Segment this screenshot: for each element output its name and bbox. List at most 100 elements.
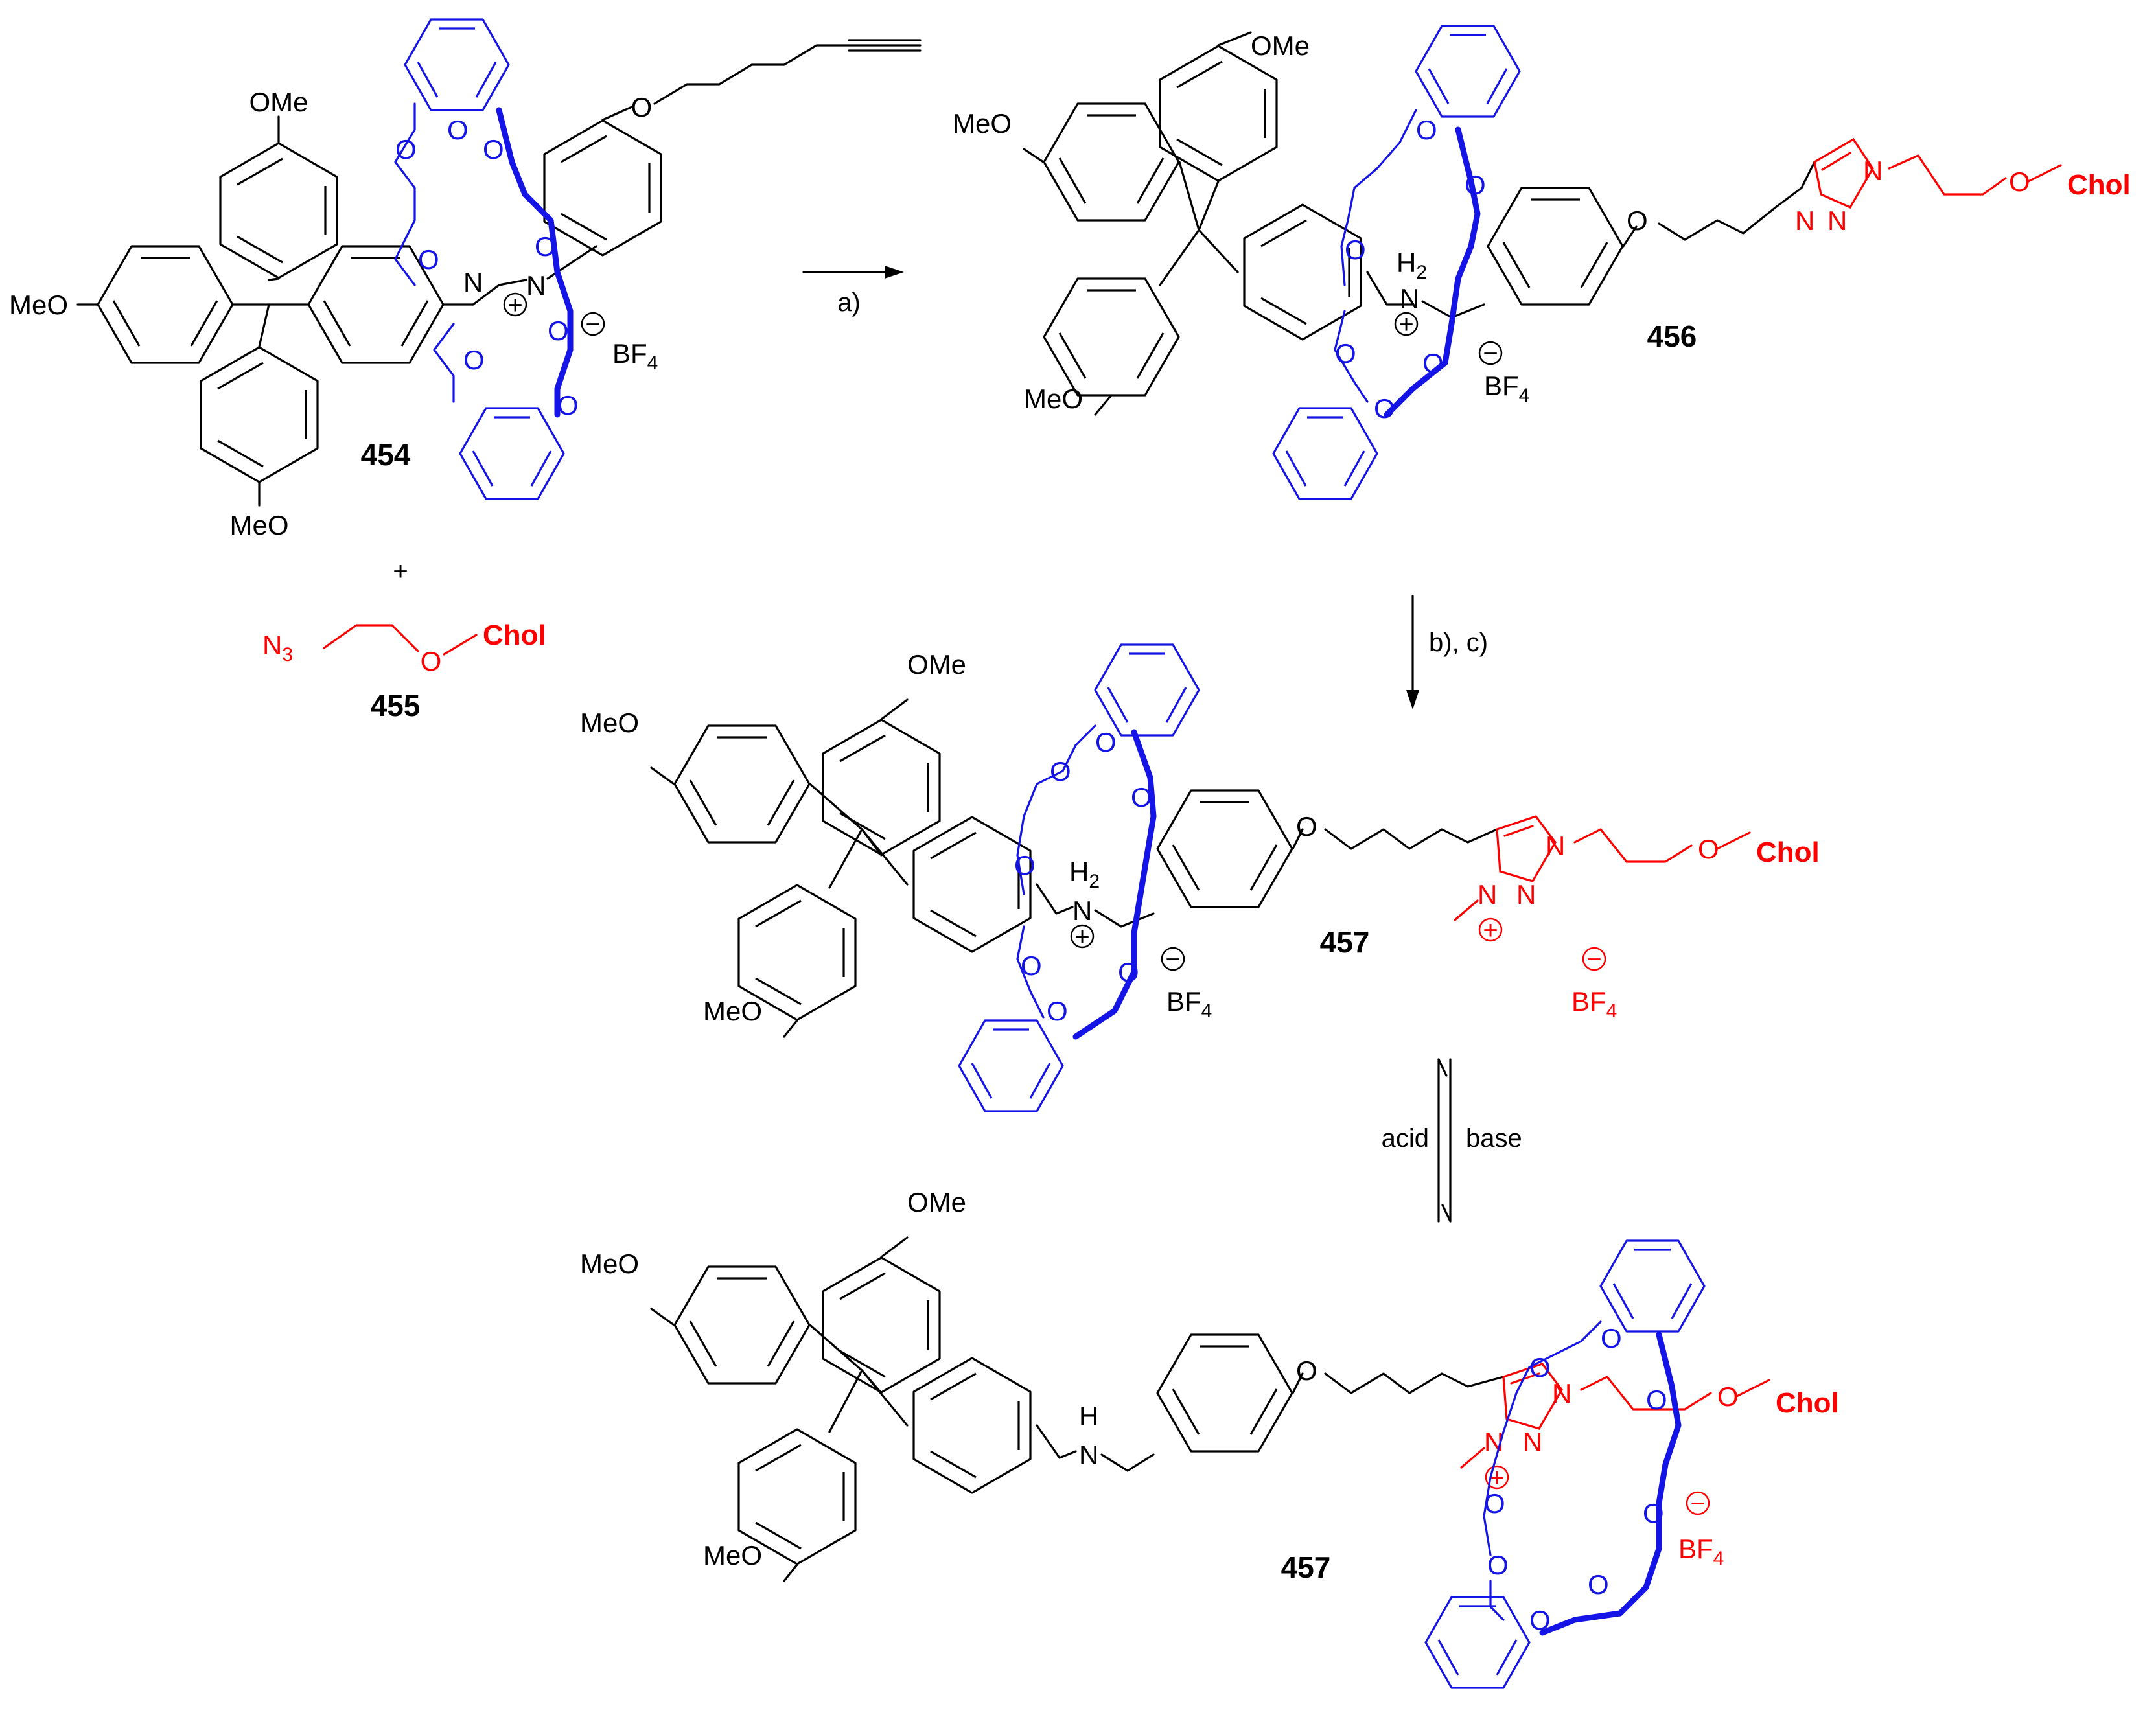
oxygen-label: O	[1296, 811, 1317, 842]
reaction-condition: a)	[837, 288, 861, 317]
positive-charge	[1394, 312, 1419, 336]
nitrogen-label: N	[526, 270, 546, 301]
oxygen-label: O	[1374, 393, 1395, 424]
oxygen-label: O	[1529, 1352, 1551, 1383]
oxygen-label: O	[1014, 850, 1036, 881]
positive-charge-sign: +	[507, 291, 522, 319]
negative-charge	[1686, 1491, 1710, 1515]
negative-charge	[1161, 947, 1185, 971]
hydrogen-label: H	[1079, 1401, 1098, 1431]
oxygen-label: O	[1047, 996, 1068, 1026]
methoxy-label: MeO	[703, 1540, 762, 1571]
compound-457-upper: OMe MeO MeO H2 N + O N N N + O Chol − BF…	[580, 643, 1820, 1112]
compound-number: 454	[361, 438, 411, 472]
oxygen-label: O	[631, 92, 653, 122]
methoxy-label: MeO	[580, 708, 639, 738]
equilibrium-label-acid: acid	[1382, 1124, 1429, 1153]
azide-label: N3	[262, 630, 293, 665]
oxygen-label: O	[421, 646, 442, 676]
compound-455: N3 O Chol 455	[262, 619, 546, 722]
nitrogen-label: N	[1546, 831, 1565, 861]
positive-charge	[503, 292, 527, 317]
nitrogen-label: N	[1795, 205, 1814, 236]
oxygen-label: O	[1588, 1569, 1609, 1600]
triazole-ring: N N N	[1795, 137, 1883, 236]
compound-454: OMe MeO MeO N N + O − BF4	[9, 18, 922, 540]
hydrogen-label: H2	[1397, 248, 1427, 283]
compound-number: 455	[371, 689, 421, 722]
crown-ether: O O O O O O O	[958, 643, 1200, 1112]
nitrogen-label: N	[463, 267, 483, 297]
oxygen-label: O	[463, 345, 485, 375]
methoxy-label: OMe	[907, 1187, 966, 1217]
oxygen-label: O	[1131, 782, 1152, 812]
oxygen-label: O	[1529, 1605, 1551, 1635]
positive-charge	[1070, 924, 1095, 949]
methoxy-label: MeO	[580, 1249, 639, 1279]
negative-charge-sign: −	[1586, 945, 1601, 974]
equilibrium-label-base: base	[1466, 1124, 1522, 1153]
oxygen-label: O	[447, 115, 469, 145]
oxygen-label: O	[1416, 115, 1437, 145]
nitrogen-label: N	[1516, 879, 1536, 910]
oxygen-label: O	[1335, 338, 1356, 369]
compound-457-lower: OMe MeO MeO H N O N N N + O Chol − BF4	[580, 1187, 1839, 1689]
compound-456: OMe MeO MeO H2 N + O N N N O Chol − BF4	[953, 25, 2131, 500]
positive-charge-sign: +	[1398, 310, 1413, 339]
methoxy-label: OMe	[907, 649, 966, 680]
crown-ether: O O O O O O	[1272, 25, 1521, 500]
oxygen-label: O	[548, 316, 569, 346]
methoxy-label: MeO	[703, 996, 762, 1026]
oxygen-label: O	[1646, 1385, 1667, 1415]
oxygen-label: O	[1422, 348, 1444, 378]
oxygen-label: O	[535, 231, 556, 262]
negative-charge	[1478, 341, 1503, 365]
oxygen-label: O	[1095, 727, 1117, 757]
nitrogen-label: N	[1079, 1440, 1098, 1470]
reaction-condition: b), c)	[1429, 628, 1488, 657]
oxygen-label: O	[1484, 1488, 1505, 1519]
oxygen-label: O	[395, 134, 417, 165]
oxygen-label: O	[1465, 170, 1486, 200]
trityl-stopper: OMe MeO MeO	[9, 87, 474, 540]
oxygen-label: O	[418, 244, 439, 275]
ammonium-axle: N N + O − BF4	[463, 39, 922, 374]
oxygen-label: O	[1296, 1355, 1317, 1386]
plus-sign: +	[393, 557, 408, 586]
methoxy-label: OMe	[249, 87, 308, 117]
counterion-label: BF4	[1571, 986, 1617, 1022]
negative-charge	[581, 312, 605, 336]
oxygen-label: O	[1627, 205, 1648, 236]
crown-ether: O O O O O O O O	[394, 18, 579, 500]
reaction-arrow-a: a)	[802, 266, 904, 317]
oxygen-label: O	[1698, 834, 1719, 864]
oxygen-label: O	[1021, 950, 1042, 981]
positive-charge-sign: +	[1483, 916, 1498, 945]
negative-charge	[1582, 947, 1606, 971]
methoxy-label: OMe	[1251, 30, 1310, 61]
methoxy-label: MeO	[9, 290, 68, 320]
positive-charge	[1478, 917, 1503, 942]
cholesterol-label: Chol	[1756, 836, 1820, 868]
cholesterol-label: Chol	[2067, 169, 2131, 201]
oxygen-label: O	[1717, 1381, 1739, 1412]
methoxy-label: MeO	[1024, 384, 1083, 414]
counterion-label: BF4	[612, 338, 658, 374]
nitrogen-label: N	[1523, 1427, 1542, 1457]
counterion-label: BF4	[1484, 371, 1529, 406]
negative-charge-sign: −	[1690, 1490, 1705, 1518]
hydrogen-label: H2	[1069, 857, 1100, 892]
counterion-label: BF4	[1678, 1534, 1724, 1569]
oxygen-label: O	[557, 390, 579, 420]
triazolium-ring: N N N +	[1454, 815, 1565, 945]
oxygen-label: O	[1118, 957, 1139, 987]
nitrogen-label: N	[1072, 895, 1092, 926]
positive-charge	[1485, 1465, 1509, 1490]
negative-charge-sign: −	[585, 310, 600, 339]
oxygen-label: O	[1487, 1550, 1509, 1580]
compound-number: 456	[1647, 319, 1697, 353]
positive-charge-sign: +	[1074, 923, 1089, 951]
nitrogen-label: N	[1552, 1378, 1571, 1409]
oxygen-label: O	[483, 134, 504, 165]
